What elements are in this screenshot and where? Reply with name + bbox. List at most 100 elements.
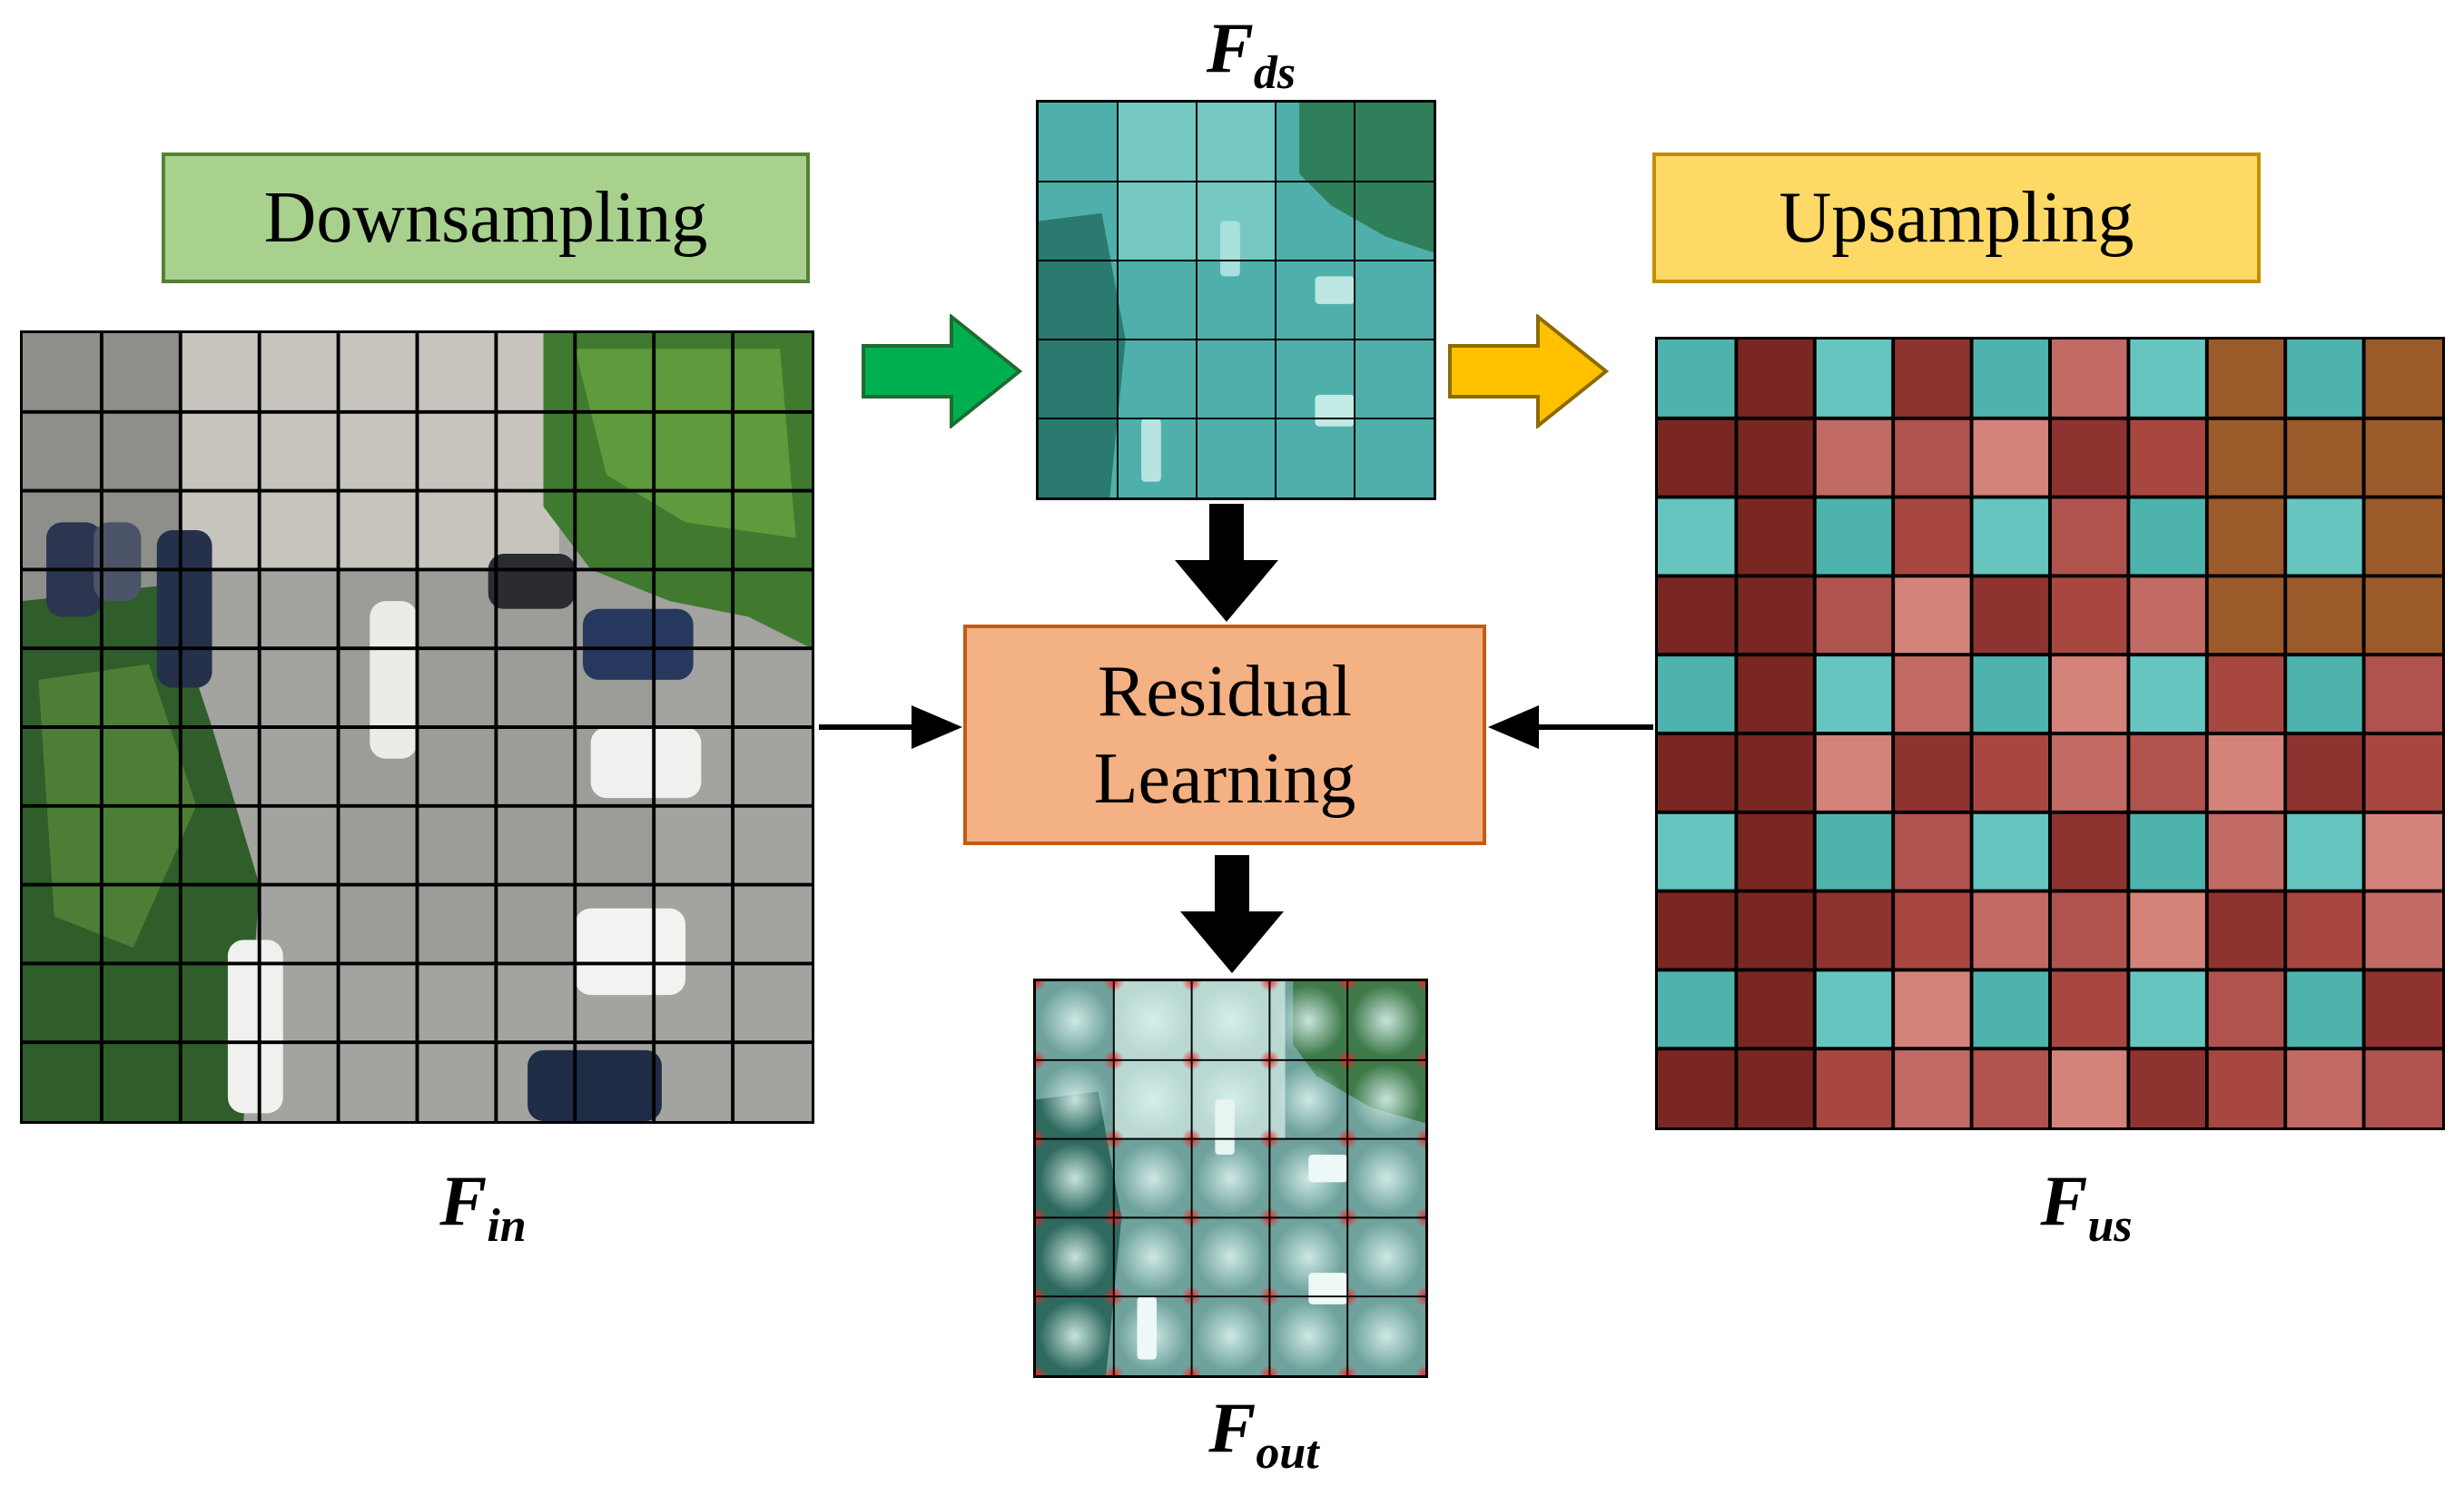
red-cell bbox=[2363, 340, 2442, 418]
red-cell bbox=[2363, 576, 2442, 655]
red-cell bbox=[1814, 418, 1894, 497]
red-cell bbox=[1971, 418, 2050, 497]
red-highlight bbox=[1414, 1364, 1425, 1375]
teal-cell bbox=[2285, 497, 2364, 576]
cell-glow bbox=[1118, 1064, 1188, 1136]
red-cell bbox=[2285, 1048, 2364, 1127]
red-cell bbox=[2363, 891, 2442, 970]
red-cell bbox=[2050, 497, 2129, 576]
cell-glow bbox=[1351, 1300, 1422, 1372]
teal-cell bbox=[2285, 654, 2364, 733]
f-ds-feature-map bbox=[1036, 100, 1436, 500]
red-cell bbox=[1814, 733, 1894, 812]
teal-cell bbox=[2128, 969, 2207, 1049]
teal-cell bbox=[1971, 497, 2050, 576]
teal-cell bbox=[2128, 654, 2207, 733]
red-cell bbox=[2206, 969, 2286, 1049]
residual-label-line2: Learning bbox=[1093, 738, 1356, 819]
car-shape bbox=[582, 608, 694, 680]
cell-glow bbox=[1118, 985, 1188, 1057]
teal-cell bbox=[1814, 654, 1894, 733]
red-cell bbox=[1658, 418, 1737, 497]
cell-glow bbox=[1351, 985, 1422, 1057]
red-cell bbox=[2206, 654, 2286, 733]
downsampling-label: Downsampling bbox=[263, 177, 708, 258]
teal-cell bbox=[1971, 969, 2050, 1049]
red-cell bbox=[1736, 340, 1815, 418]
residual-learning-box: Residual Learning bbox=[963, 625, 1486, 845]
cell-glow bbox=[1273, 1064, 1344, 1136]
red-cell bbox=[2050, 418, 2129, 497]
f-out-feature-map bbox=[1033, 979, 1428, 1378]
teal-cell bbox=[1658, 340, 1737, 418]
red-cell bbox=[1736, 969, 1815, 1049]
teal-cell bbox=[1814, 340, 1894, 418]
red-cell bbox=[2285, 418, 2364, 497]
car-shape bbox=[488, 554, 576, 609]
red-cell bbox=[1736, 812, 1815, 891]
teal-cell bbox=[1814, 497, 1894, 576]
red-cell bbox=[1736, 497, 1815, 576]
car-shape bbox=[94, 522, 142, 602]
cell-glow bbox=[1351, 1221, 1422, 1293]
cell-glow bbox=[1040, 1300, 1110, 1372]
teal-cell bbox=[1971, 654, 2050, 733]
red-cell bbox=[2206, 891, 2286, 970]
red-cell bbox=[1893, 340, 1972, 418]
red-cell bbox=[2206, 576, 2286, 655]
car-shape bbox=[575, 908, 685, 996]
cell-glow bbox=[1351, 1064, 1422, 1136]
red-cell bbox=[2363, 1048, 2442, 1127]
red-cell bbox=[1971, 891, 2050, 970]
cell-glow bbox=[1040, 1221, 1110, 1293]
red-cell bbox=[2128, 891, 2207, 970]
red-cell bbox=[1971, 1048, 2050, 1127]
cell-glow bbox=[1273, 1300, 1344, 1372]
red-highlight bbox=[1036, 981, 1047, 992]
red-cell bbox=[1736, 418, 1815, 497]
red-cell bbox=[1893, 418, 1972, 497]
red-cell bbox=[2206, 340, 2286, 418]
car-shape bbox=[527, 1049, 662, 1121]
car-shape bbox=[227, 940, 283, 1114]
red-cell bbox=[1814, 1048, 1894, 1127]
red-cell bbox=[2050, 1048, 2129, 1127]
red-cell bbox=[2050, 891, 2129, 970]
red-cell bbox=[2050, 812, 2129, 891]
red-cell bbox=[1893, 733, 1972, 812]
cell-glow bbox=[1040, 985, 1110, 1057]
f-in-label: Fin bbox=[439, 1161, 527, 1252]
red-cell bbox=[2050, 733, 2129, 812]
teal-cell bbox=[1658, 497, 1737, 576]
red-cell bbox=[1971, 576, 2050, 655]
us-to-residual-arrow bbox=[1486, 700, 1655, 754]
upsampling-arrow bbox=[1447, 314, 1611, 428]
red-cell bbox=[2285, 733, 2364, 812]
red-cell bbox=[2363, 733, 2442, 812]
red-cell bbox=[1736, 654, 1815, 733]
red-cell bbox=[2285, 891, 2364, 970]
cell-glow bbox=[1118, 1142, 1188, 1215]
downsampling-arrow bbox=[861, 314, 1024, 428]
red-cell bbox=[1893, 969, 1972, 1049]
red-cell bbox=[1736, 576, 1815, 655]
residual-label-line1: Residual bbox=[1098, 651, 1352, 732]
teal-cell bbox=[1658, 969, 1737, 1049]
f-us-label: Fus bbox=[2040, 1161, 2133, 1252]
red-cell bbox=[2128, 1048, 2207, 1127]
in-to-residual-arrow bbox=[817, 700, 966, 754]
teal-cell bbox=[1971, 812, 2050, 891]
residual-to-out-arrow bbox=[1178, 855, 1286, 975]
red-cell bbox=[2128, 733, 2207, 812]
red-cell bbox=[2285, 576, 2364, 655]
red-highlight bbox=[1414, 981, 1425, 992]
red-cell bbox=[2128, 418, 2207, 497]
teal-cell bbox=[1814, 969, 1894, 1049]
red-cell bbox=[1736, 891, 1815, 970]
cell-glow bbox=[1195, 1221, 1266, 1293]
f-ds-label: Fds bbox=[1206, 8, 1296, 99]
red-cell bbox=[1893, 576, 1972, 655]
red-cell bbox=[2050, 969, 2129, 1049]
red-cell bbox=[2363, 969, 2442, 1049]
red-cell bbox=[1658, 576, 1737, 655]
